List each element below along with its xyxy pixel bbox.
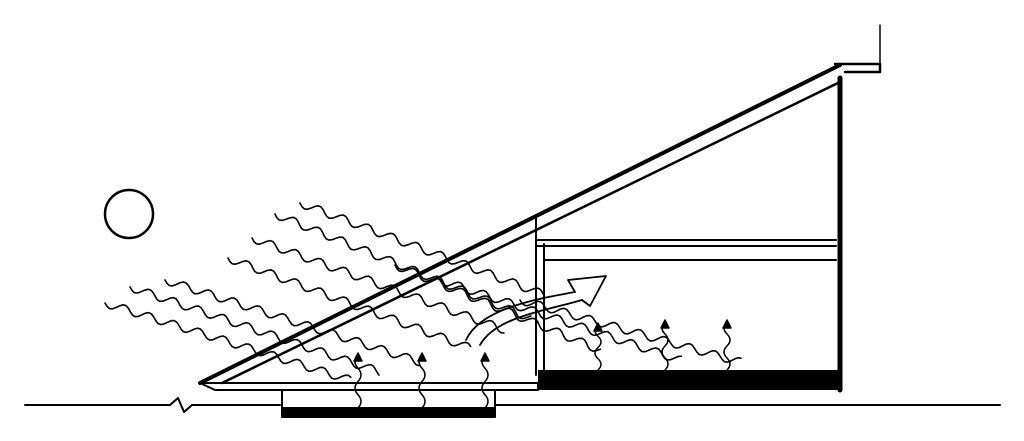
radiation-wave (251, 237, 505, 334)
heat-arrowhead (480, 352, 490, 362)
solar-radiation-waves (104, 202, 742, 380)
heat-squiggle (481, 354, 489, 409)
heat-arrowhead (593, 322, 603, 332)
radiation-wave (274, 213, 532, 320)
heat-squiggle (661, 321, 669, 371)
heat-squiggle (594, 324, 602, 371)
heat-squiggle (354, 354, 362, 409)
roof-cap (833, 24, 882, 74)
rising-heat-arrows (353, 319, 732, 409)
heat-arrowhead (660, 319, 670, 329)
sloped-glazing (198, 63, 842, 385)
ground-line (24, 397, 1001, 413)
radiation-wave (394, 264, 602, 352)
interior-partition (535, 217, 837, 376)
sun-icon (103, 188, 155, 240)
radiation-wave (129, 286, 380, 376)
heat-squiggle (723, 321, 731, 371)
heat-squiggle (418, 354, 426, 409)
radiation-wave (227, 257, 472, 348)
radiation-wave (439, 279, 683, 361)
warm-air-arrow-icon (465, 275, 607, 346)
heat-arrowhead (722, 319, 732, 329)
front-floor-slab (199, 382, 539, 391)
thermal-storage-pit (281, 389, 496, 418)
radiation-wave (104, 302, 352, 380)
radiation-wave (299, 202, 546, 298)
rear-thermal-mass-floor (538, 370, 838, 390)
heat-arrowhead (417, 352, 427, 362)
radiation-wave (519, 299, 742, 363)
heat-arrowhead (353, 352, 363, 362)
radiation-wave (164, 279, 420, 367)
